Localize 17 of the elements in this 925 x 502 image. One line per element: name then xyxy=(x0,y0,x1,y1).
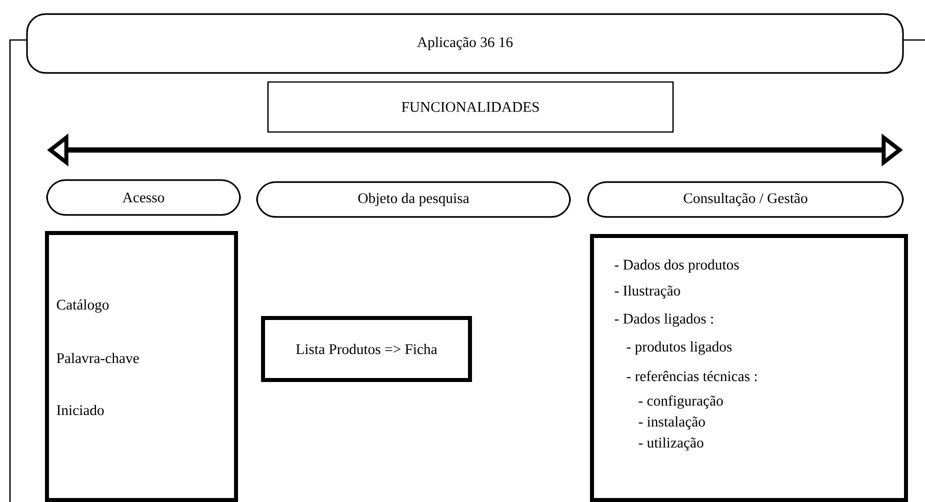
list-item: - produtos ligados xyxy=(626,341,732,355)
list-item: - utilização xyxy=(638,437,704,451)
list-item: - configuração xyxy=(638,395,723,409)
list-item: - Dados ligados : xyxy=(614,313,713,327)
list-item: - Ilustração xyxy=(614,285,680,299)
category-pill: Consultação / Gestão xyxy=(587,181,904,218)
category-pill: Objeto da pesquisa xyxy=(256,181,571,218)
list-item: Palavra-chave xyxy=(56,352,139,364)
list-item: Catálogo xyxy=(56,299,109,313)
list-item: - referências técnicas : xyxy=(626,370,757,382)
list-item: - instalação xyxy=(638,416,705,430)
title-banner: Aplicação 36 16 xyxy=(26,13,904,74)
list-item: - Dados dos produtos xyxy=(614,259,739,273)
list-item: Iniciado xyxy=(56,404,104,416)
category-pill: Acesso xyxy=(46,179,241,216)
process-box: Lista Produtos => Ficha xyxy=(261,316,472,382)
heading-box: FUNCIONALIDADES xyxy=(267,81,674,133)
